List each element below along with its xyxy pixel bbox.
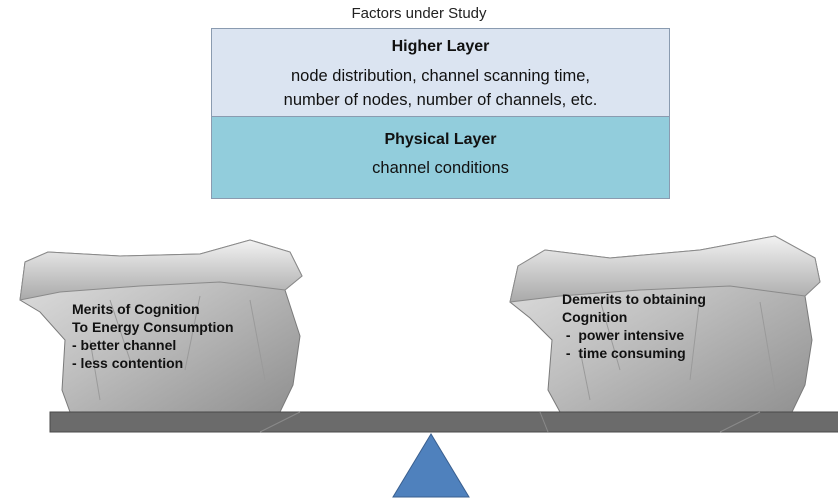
demerits-line: - time consuming bbox=[562, 345, 686, 361]
higher-layer-line: node distribution, channel scanning time… bbox=[290, 67, 591, 85]
merits-text: Merits of Cognition To Energy Consumptio… bbox=[72, 300, 234, 372]
demerits-line: - power intensive bbox=[562, 327, 685, 343]
merits-line: - less contention bbox=[72, 355, 184, 371]
physical-layer-line: channel conditions bbox=[372, 159, 509, 177]
right-paper-bag bbox=[509, 235, 821, 413]
higher-layer-box: Higher Layer node distribution, channel … bbox=[211, 28, 670, 117]
diagram-caption: Factors under Study bbox=[351, 5, 487, 22]
physical-layer-title: Physical Layer bbox=[384, 131, 497, 148]
physical-layer-box: Physical Layer channel conditions bbox=[211, 117, 670, 199]
merits-line: To Energy Consumption bbox=[72, 319, 234, 335]
merits-line: - better channel bbox=[72, 337, 177, 353]
higher-layer-factors: node distribution, channel scanning time… bbox=[212, 64, 669, 112]
balance-beam bbox=[49, 411, 838, 433]
demerits-text: Demerits to obtaining Cognition - power … bbox=[562, 290, 706, 362]
merits-line: Merits of Cognition bbox=[72, 301, 200, 317]
higher-layer-title: Higher Layer bbox=[391, 38, 490, 55]
physical-layer-factors: channel conditions bbox=[212, 156, 669, 180]
fulcrum-triangle bbox=[392, 433, 470, 498]
demerits-line: Demerits to obtaining bbox=[562, 291, 706, 307]
left-paper-bag bbox=[19, 239, 303, 413]
higher-layer-line: number of nodes, number of channels, etc… bbox=[283, 91, 598, 109]
demerits-line: Cognition bbox=[562, 309, 628, 325]
